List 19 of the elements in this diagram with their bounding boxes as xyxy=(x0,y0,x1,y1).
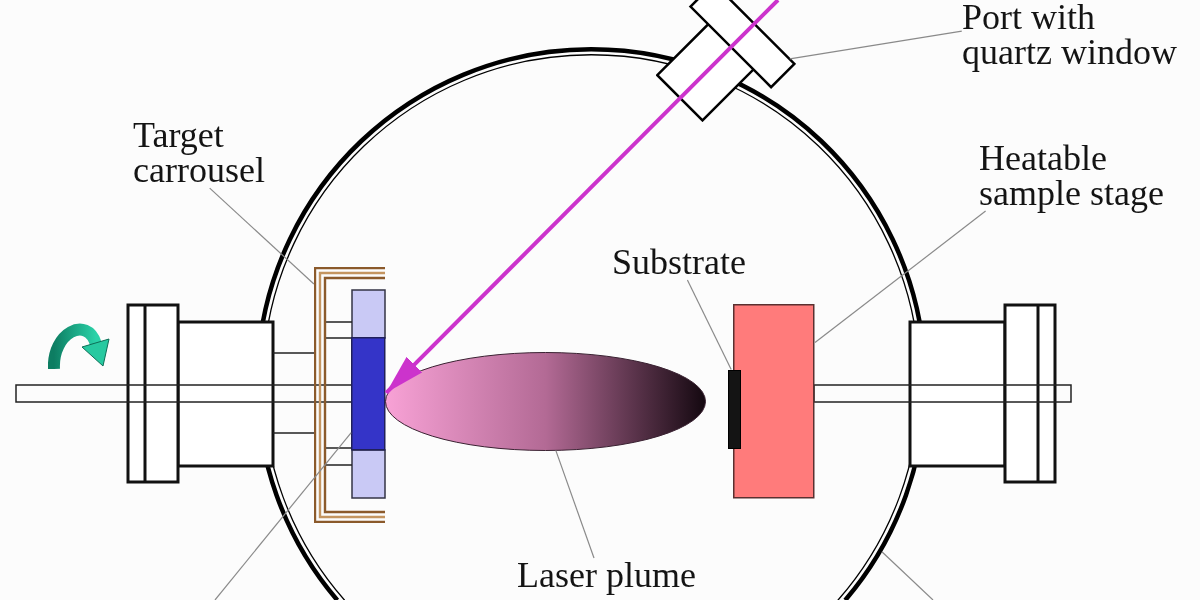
part-label: Heatable sample stage xyxy=(979,141,1171,211)
part-label: Port with quartz window xyxy=(962,0,1182,70)
laser-beam-arrow xyxy=(384,0,780,395)
target-carrousel-frame xyxy=(314,267,386,523)
part-label: Laser plume xyxy=(517,558,696,593)
leader-line xyxy=(881,551,934,600)
laser-plume-ellipse xyxy=(384,351,706,451)
substrate-bar xyxy=(727,369,741,449)
leader-line xyxy=(814,210,987,344)
leader-line xyxy=(555,449,595,559)
leader-line xyxy=(686,279,732,370)
part-label: Substrate xyxy=(612,245,746,280)
leader-line xyxy=(214,432,352,600)
leader-line xyxy=(209,187,315,285)
target-block xyxy=(351,337,386,451)
leader-line xyxy=(789,30,963,60)
part-label: Target carrousel xyxy=(133,118,271,188)
sample-stage xyxy=(733,304,815,499)
window-port xyxy=(656,0,796,122)
